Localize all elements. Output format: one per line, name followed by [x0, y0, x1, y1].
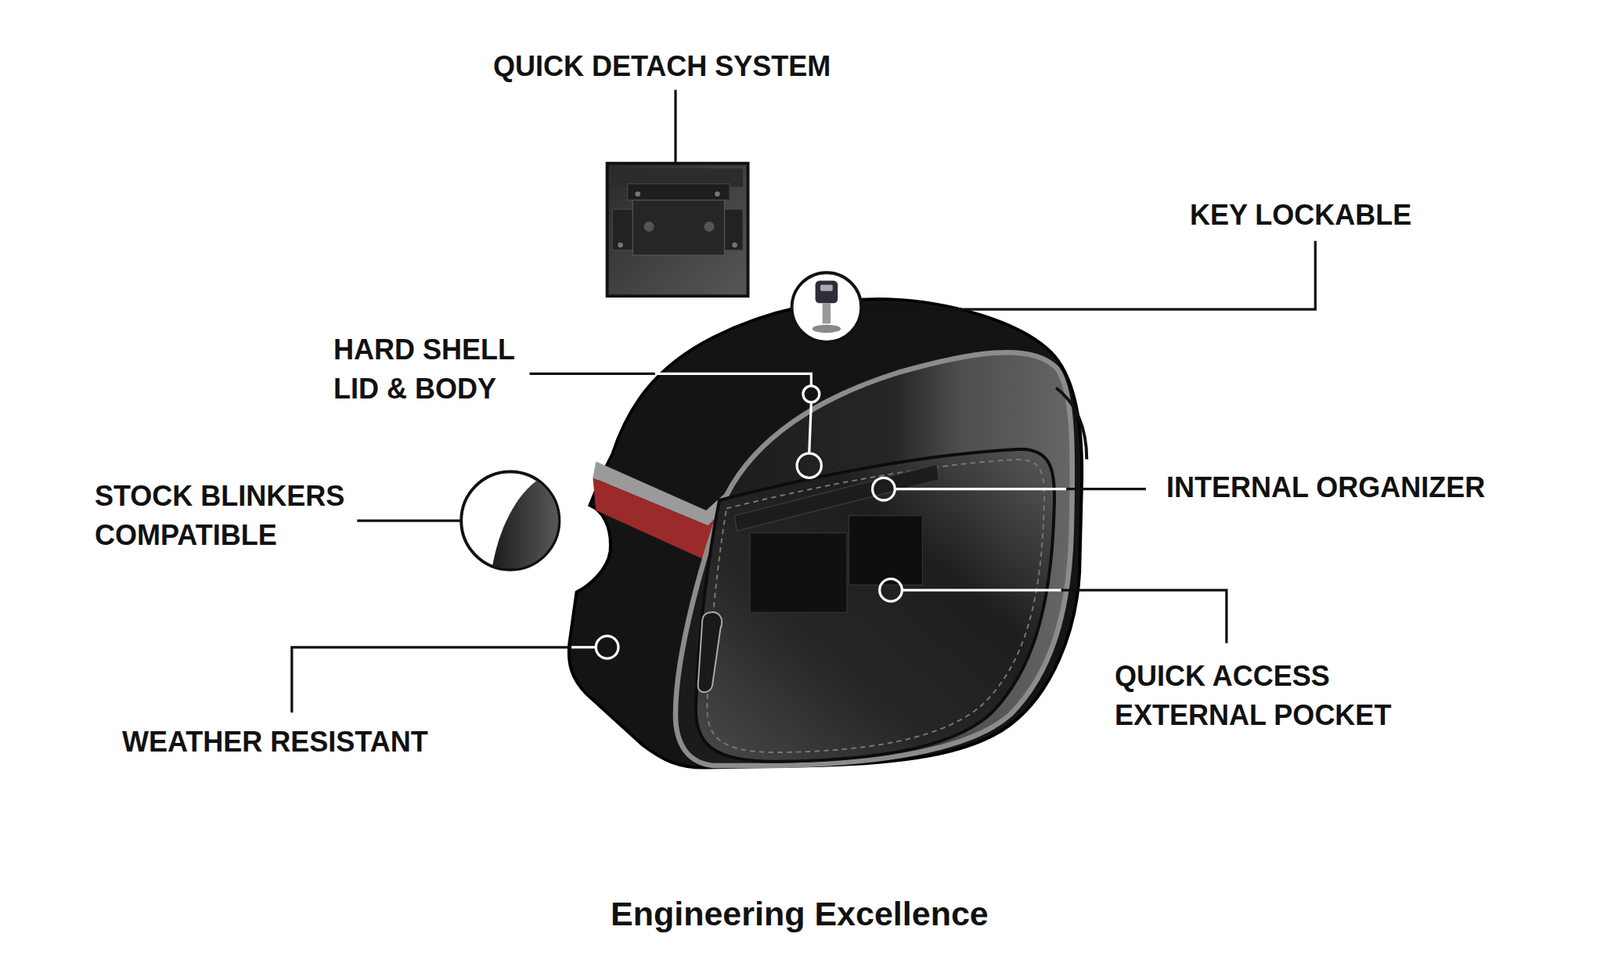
organizer-band	[735, 464, 940, 531]
leader-lines	[291, 90, 1316, 713]
callout-label: STOCK BLINKERS COMPATIBLE	[94, 476, 360, 555]
callout-label: KEY LOCKABLE	[1189, 195, 1412, 235]
callout-label: QUICK ACCESS EXTERNAL POCKET	[1114, 656, 1425, 736]
key-icon	[792, 272, 862, 343]
zipper-pull	[698, 612, 722, 692]
blinker-inset	[461, 471, 560, 573]
organizer-pouch	[749, 533, 847, 613]
callout-label: QUICK DETACH SYSTEM	[493, 46, 831, 87]
lid-face	[675, 352, 1073, 766]
mount-inset	[607, 163, 749, 297]
organizer-pouch	[849, 515, 923, 586]
pocket-panel	[695, 449, 1055, 762]
pocket-stitch	[706, 459, 1045, 753]
bag-body	[569, 299, 1082, 768]
callout-label: WEATHER RESISTANT	[122, 722, 429, 762]
callout-label: HARD SHELL LID & BODY	[333, 330, 538, 409]
caption: Engineering Excellence	[610, 891, 989, 936]
hinge	[1055, 388, 1087, 460]
red-stripe	[592, 477, 721, 559]
callout-label: INTERNAL ORGANIZER	[1166, 468, 1485, 508]
